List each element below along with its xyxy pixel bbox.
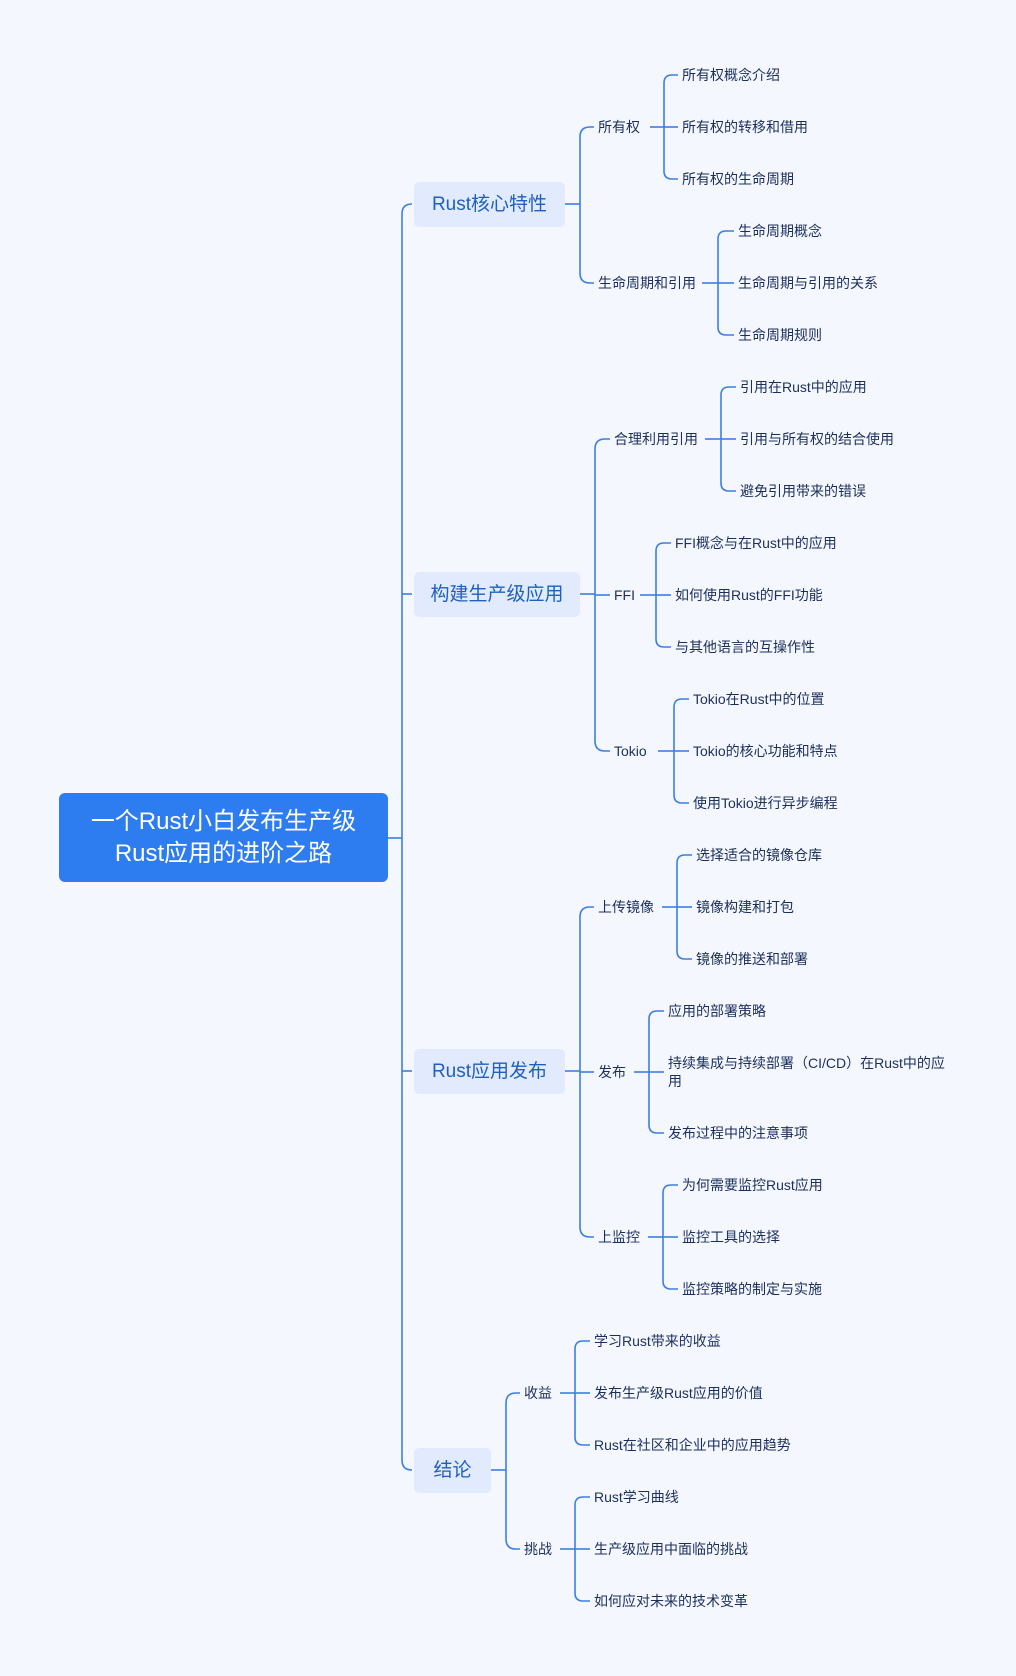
branch-rust-core[interactable]: Rust核心特性 [414,182,565,227]
branch-conclusion[interactable]: 结论 [414,1448,491,1493]
leaf-ffi-usage[interactable]: 如何使用Rust的FFI功能 [675,587,823,603]
sub-release[interactable]: 发布 [598,1064,626,1080]
connector-challenges [560,1496,590,1602]
leaf-ownership-lifetime[interactable]: 所有权的生命周期 [682,171,794,187]
connector-monitoring [648,1184,678,1290]
connector-branch-1 [565,126,594,284]
sub-ownership[interactable]: 所有权 [598,119,640,135]
leaf-monitor-strategy[interactable]: 监控策略的制定与实施 [682,1281,822,1297]
branch-build-production[interactable]: 构建生产级应用 [414,572,580,617]
leaf-lifetime-rules[interactable]: 生命周期规则 [738,327,822,343]
leaf-ffi-interop[interactable]: 与其他语言的互操作性 [675,639,815,655]
connector-root [388,203,413,1471]
leaf-tokio-features[interactable]: Tokio的核心功能和特点 [693,743,838,759]
leaf-ownership-intro[interactable]: 所有权概念介绍 [682,67,780,83]
connector-benefits [560,1340,590,1446]
sub-challenges[interactable]: 挑战 [524,1541,552,1557]
leaf-learning-benefits[interactable]: 学习Rust带来的收益 [594,1333,721,1349]
branch-rust-release[interactable]: Rust应用发布 [414,1049,565,1094]
leaf-deploy-strategy[interactable]: 应用的部署策略 [668,1003,766,1019]
sub-use-references[interactable]: 合理利用引用 [614,431,698,447]
leaf-reference-in-rust[interactable]: 引用在Rust中的应用 [740,379,867,395]
sub-ffi[interactable]: FFI [614,587,635,603]
sub-monitoring[interactable]: 上监控 [598,1229,640,1245]
root-title-line-2: Rust应用的进阶之路 [114,839,333,867]
leaf-future-change[interactable]: 如何应对未来的技术变革 [594,1593,748,1609]
leaf-industry-trend[interactable]: Rust在社区和企业中的应用趋势 [594,1437,791,1453]
sub-lifetime-reference[interactable]: 生命周期和引用 [598,275,696,291]
leaf-learning-curve[interactable]: Rust学习曲线 [594,1489,679,1505]
connector-branch-3 [565,906,594,1238]
connector-release [634,1010,664,1134]
leaf-production-challenges[interactable]: 生产级应用中面临的挑战 [594,1541,748,1557]
leaf-tokio-async[interactable]: 使用Tokio进行异步编程 [693,795,838,811]
leaf-monitor-tools[interactable]: 监控工具的选择 [682,1229,780,1245]
leaf-tokio-position[interactable]: Tokio在Rust中的位置 [693,691,825,707]
connector-upload [662,854,692,960]
root-node[interactable]: 一个Rust小白发布生产级 Rust应用的进阶之路 [59,793,388,882]
leaf-production-value[interactable]: 发布生产级Rust应用的价值 [594,1385,763,1401]
leaf-ffi-concept[interactable]: FFI概念与在Rust中的应用 [675,535,837,551]
leaf-choose-registry[interactable]: 选择适合的镜像仓库 [696,847,822,863]
connector-ownership [650,74,678,180]
leaf-image-build-package[interactable]: 镜像构建和打包 [696,899,794,915]
sub-benefits[interactable]: 收益 [524,1385,552,1401]
leaf-lifetime-concept[interactable]: 生命周期概念 [738,223,822,239]
sub-tokio[interactable]: Tokio [614,743,647,759]
connector-lifetime [702,230,734,336]
leaf-image-push-deploy[interactable]: 镜像的推送和部署 [696,951,808,967]
connector-branch-4 [491,1392,520,1550]
leaf-lifetime-reference-relation[interactable]: 生命周期与引用的关系 [738,275,878,291]
connector-references [705,386,736,492]
leaf-reference-with-ownership[interactable]: 引用与所有权的结合使用 [740,431,894,447]
leaf-release-notes[interactable]: 发布过程中的注意事项 [668,1125,808,1141]
connector-branch-2 [580,438,610,752]
leaf-why-monitor[interactable]: 为何需要监控Rust应用 [682,1177,823,1193]
root-title-line-1: 一个Rust小白发布生产级 [90,807,357,835]
leaf-avoid-reference-errors[interactable]: 避免引用带来的错误 [740,483,866,499]
sub-upload-image[interactable]: 上传镜像 [598,899,654,915]
leaf-ownership-move-borrow[interactable]: 所有权的转移和借用 [682,119,808,135]
connector-tokio [658,698,689,804]
leaf-ci-cd[interactable]: 持续集成与持续部署（CI/CD）在Rust中的应用 [668,1055,945,1089]
connector-ffi [640,542,671,648]
